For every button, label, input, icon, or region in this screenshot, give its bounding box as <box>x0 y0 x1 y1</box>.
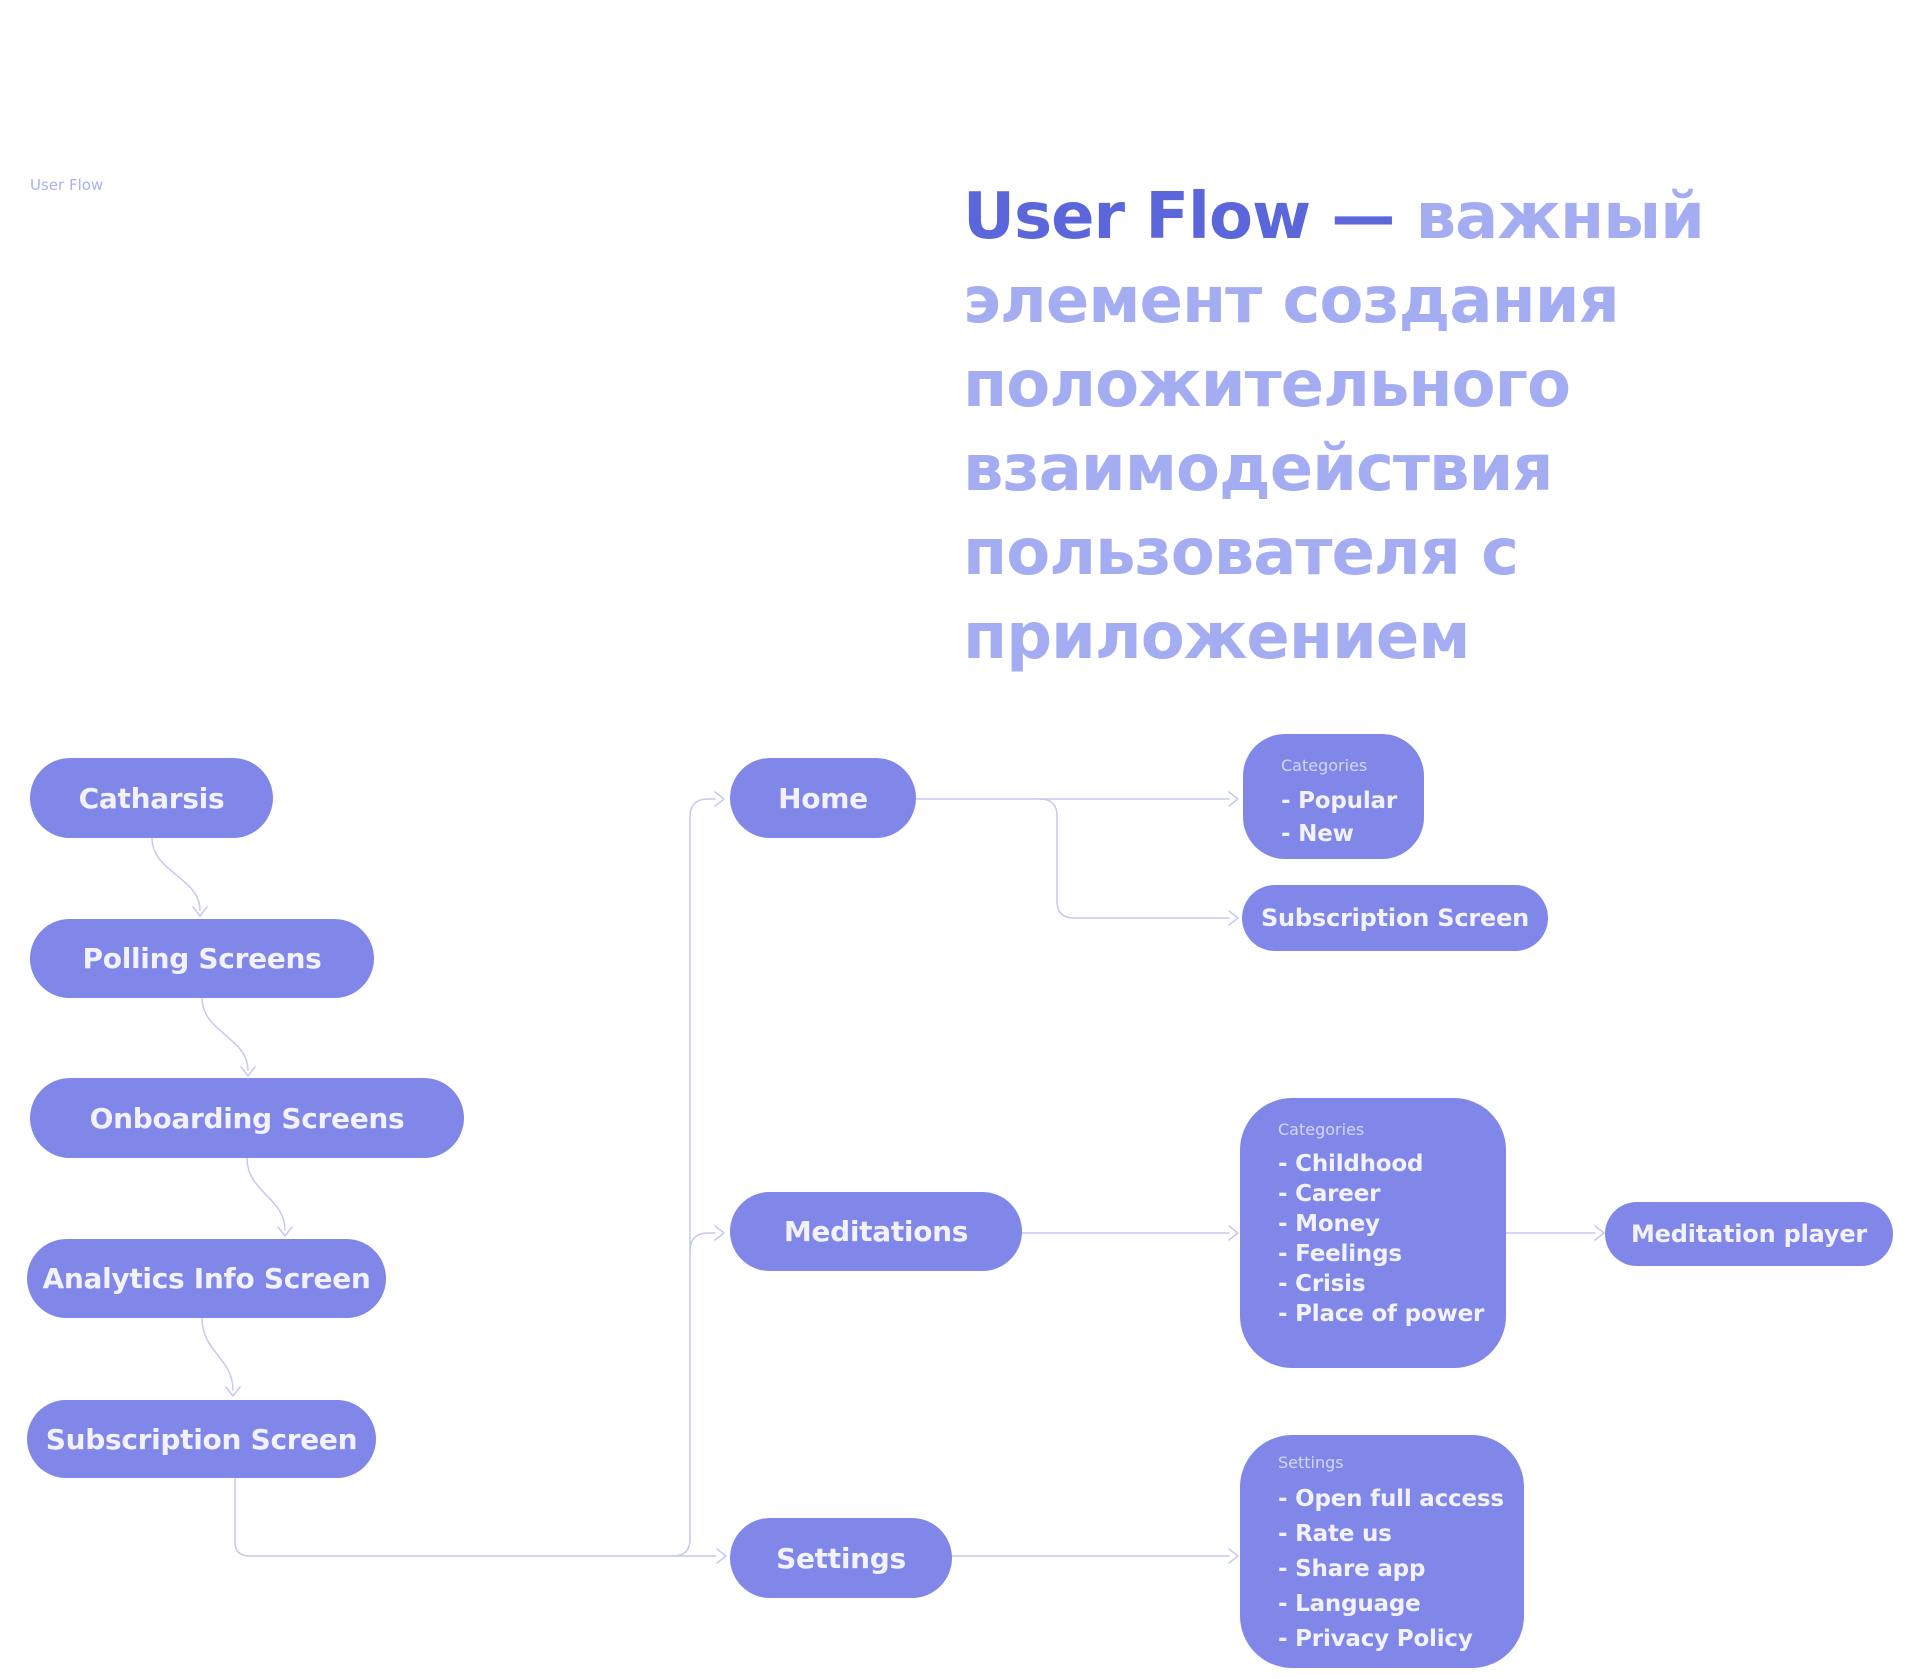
card-meditation-categories: Categories - Childhood - Career - Money - F… <box>1240 1098 1506 1368</box>
list-item: - Crisis <box>1278 1271 1366 1297</box>
node-label: Settings <box>776 1541 906 1575</box>
list-item: - New <box>1281 821 1354 847</box>
connector-trunk-to-meditations <box>689 1225 725 1252</box>
page-title: User Flow — важный элемент создания поло… <box>963 175 1725 679</box>
card-home-categories: Categories - Popular - New <box>1243 734 1424 859</box>
node-label: Subscription Screen <box>45 1422 358 1456</box>
list-item: - Feelings <box>1278 1241 1402 1267</box>
list-item: - Privacy Policy <box>1278 1626 1473 1652</box>
list-item: - Open full access <box>1278 1486 1504 1512</box>
node-subscription-screen-left: Subscription Screen <box>27 1400 376 1478</box>
card-heading: Settings <box>1278 1453 1344 1472</box>
list-item: - Place of power <box>1278 1301 1485 1327</box>
connector-settings-to-options <box>951 1548 1239 1564</box>
node-label: Meditations <box>783 1215 969 1248</box>
connector-meditations-to-categories <box>1021 1225 1239 1241</box>
card-items: - Popular - New <box>1281 785 1414 851</box>
node-meditations: Meditations <box>730 1192 1022 1271</box>
list-item: - Childhood <box>1278 1151 1424 1177</box>
node-subscription-screen-right: Subscription Screen <box>1242 885 1548 951</box>
title-highlight: User Flow — <box>963 180 1416 254</box>
node-analytics-info-screen: Analytics Info Screen <box>27 1239 386 1318</box>
card-items: - Open full access - Rate us - Share app - … <box>1278 1482 1514 1657</box>
node-onboarding-screens: Onboarding Screens <box>30 1078 464 1158</box>
connector-analytics-to-subscription <box>201 1317 241 1397</box>
list-item: - Rate us <box>1278 1521 1392 1547</box>
title-rest: важный элемент создания положительного в… <box>963 180 1705 674</box>
list-item: - Language <box>1278 1591 1421 1617</box>
connector-subscription-to-settings <box>234 1477 727 1564</box>
list-item: - Share app <box>1278 1556 1426 1582</box>
node-label: Home <box>778 781 868 815</box>
node-label: Onboarding Screens <box>89 1101 405 1135</box>
connector-catharsis-to-polling <box>151 837 208 917</box>
card-heading: Categories <box>1278 1120 1365 1139</box>
node-meditation-player: Meditation player <box>1605 1202 1893 1266</box>
list-item: - Popular <box>1281 788 1397 814</box>
list-item: - Career <box>1278 1181 1381 1207</box>
node-polling-screens: Polling Screens <box>30 919 374 998</box>
node-label: Meditation player <box>1630 1220 1868 1248</box>
card-heading: Categories <box>1281 756 1368 775</box>
node-label: Polling Screens <box>82 942 322 975</box>
card-items: - Childhood - Career - Money - Feelings - Cr… <box>1278 1149 1496 1329</box>
connector-categories-to-player <box>1505 1225 1605 1241</box>
node-settings: Settings <box>730 1518 952 1598</box>
connector-polling-to-onboarding <box>201 997 256 1077</box>
connector-home-to-categories <box>915 791 1239 807</box>
connector-trunk-to-home <box>672 791 725 1557</box>
node-label: Catharsis <box>78 781 225 815</box>
node-home: Home <box>730 758 916 838</box>
connector-onboarding-to-analytics <box>246 1157 293 1237</box>
connector-home-to-subscription-screen <box>1039 798 1239 926</box>
node-label: Subscription Screen <box>1260 904 1530 932</box>
node-label: Analytics Info Screen <box>42 1262 371 1295</box>
page-label: User Flow <box>30 176 104 194</box>
node-catharsis: Catharsis <box>30 758 273 838</box>
list-item: - Money <box>1278 1211 1380 1237</box>
card-settings-options: Settings - Open full access - Rate us - Sh… <box>1240 1435 1524 1668</box>
